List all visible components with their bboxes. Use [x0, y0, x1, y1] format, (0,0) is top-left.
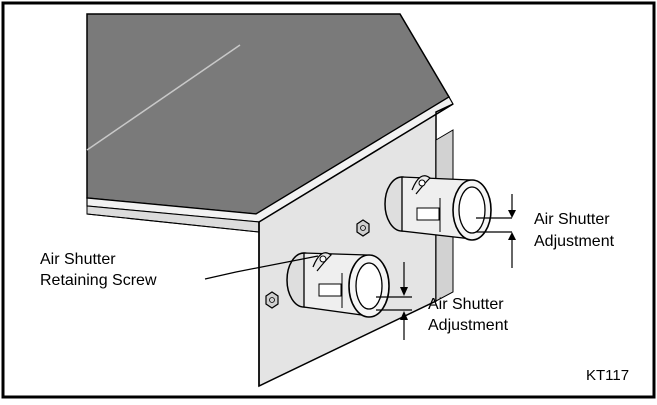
figure-frame — [1, 1, 656, 399]
hex-nut-lower-icon — [265, 291, 279, 309]
label-adjustment-lower-line1: Air Shutter — [428, 296, 504, 313]
air-shutter-lower — [286, 252, 390, 318]
hex-nut-upper-icon — [356, 219, 370, 237]
label-retaining-screw-line1: Air Shutter — [40, 251, 116, 268]
label-retaining-screw-line2: Retaining Screw — [40, 272, 157, 289]
adjustment-lower-dimension — [376, 262, 412, 340]
air-shutter-upper — [384, 175, 492, 241]
label-adjustment-right-line1: Air Shutter — [534, 211, 610, 228]
retaining-screw-leader — [204, 255, 319, 280]
label-adjustment-right-line2: Adjustment — [534, 233, 615, 250]
top-surface-highlight — [86, 44, 241, 151]
adjustment-upper-dimension — [476, 194, 516, 268]
front-face-inner-edge — [86, 213, 260, 233]
figure-code: KT117 — [586, 367, 629, 384]
label-adjustment-lower-line2: Adjustment — [428, 317, 509, 334]
